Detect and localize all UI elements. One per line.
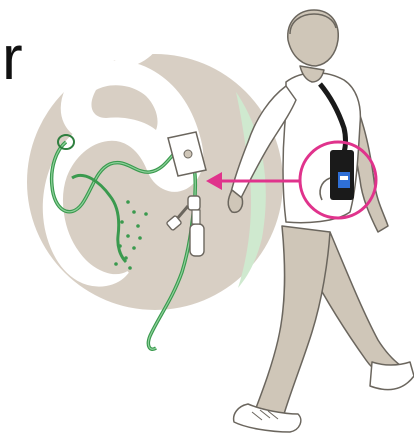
illustration-canvas [0,0,414,437]
feeding-tube-illustration: r [0,0,414,437]
